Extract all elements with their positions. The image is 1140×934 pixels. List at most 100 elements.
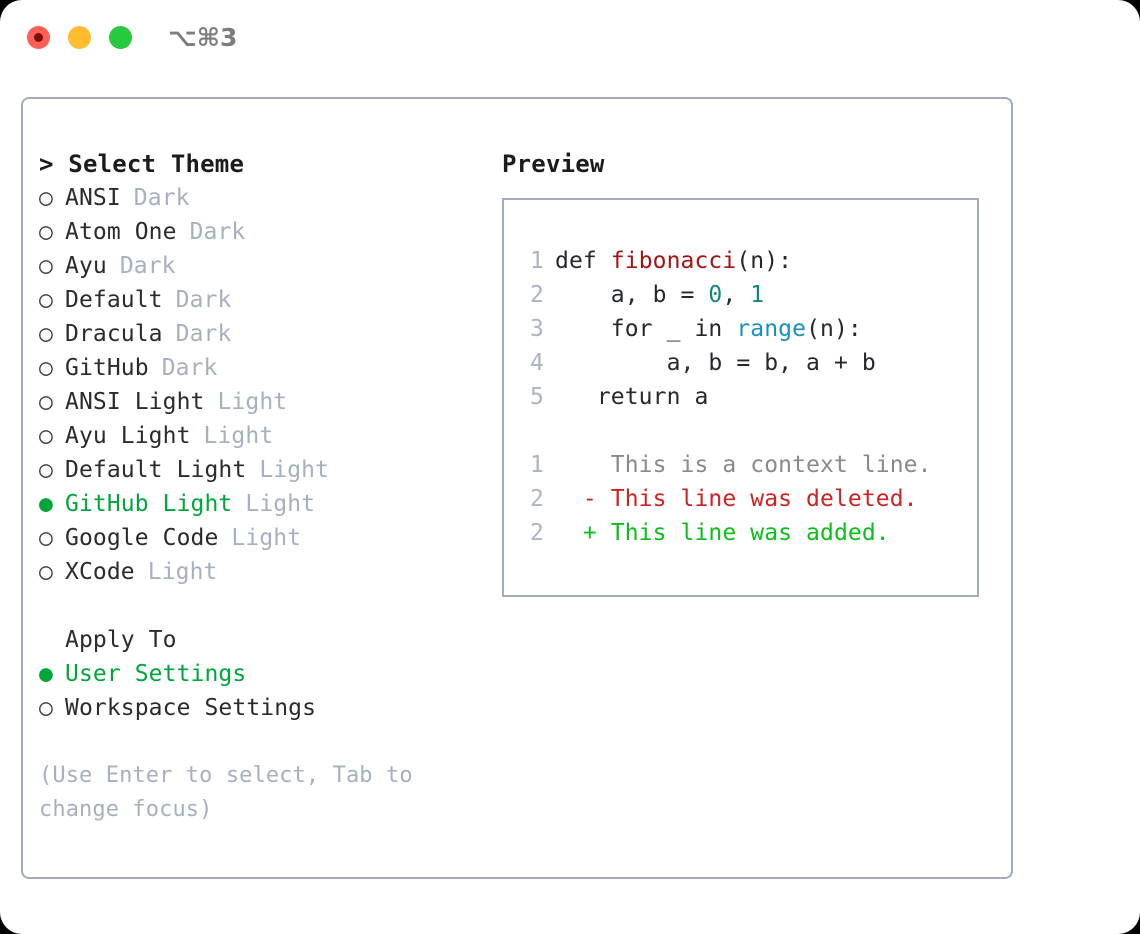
line-number: 4 [530,350,544,376]
theme-list-item[interactable]: ○ ANSI Dark [39,181,499,215]
apply-to-label: User Settings [65,661,247,687]
apply-to-option[interactable]: ● User Settings [39,657,499,691]
theme-variant-tag: Light [203,423,274,449]
theme-list-item[interactable]: ○ Atom One Dark [39,215,499,249]
theme-list-item[interactable]: ○ Default Dark [39,283,499,317]
diff-marker: + [555,520,597,546]
diff-marker: - [555,486,597,512]
code-line-text: return a [555,380,708,414]
zoom-button[interactable] [109,26,132,49]
radio-unselected-icon[interactable]: ○ [39,457,53,483]
code-token: (n): [806,316,862,342]
close-button[interactable] [27,26,50,49]
code-line-text: a, b = 0, 1 [555,278,764,312]
theme-variant-tag: Light [217,389,288,415]
apply-to-options[interactable]: ● User Settings ○ Workspace Settings [39,657,499,725]
radio-unselected-icon[interactable]: ○ [39,253,53,279]
code-token: 0 [708,282,723,308]
line-number: 2 [530,486,544,512]
diff-text: This line was added. [596,520,890,546]
diff-text: This line was deleted. [596,486,918,512]
minimize-button[interactable] [68,26,91,49]
theme-name: XCode [65,559,135,585]
radio-unselected-icon[interactable]: ○ [39,321,53,347]
code-line: 2 a, b = 0, 1 [518,278,971,312]
theme-list-item[interactable]: ○ Dracula Dark [39,317,499,351]
keyboard-shortcut-label: ⌥⌘3 [168,23,238,52]
apply-to-option[interactable]: ○ Workspace Settings [39,691,499,725]
theme-list-item[interactable]: ○ XCode Light [39,555,499,589]
code-token: for _ in [555,316,737,342]
preview-title: Preview [502,150,605,178]
radio-unselected-icon[interactable]: ○ [39,185,53,211]
line-number: 1 [530,452,544,478]
theme-name: Default Light [65,457,247,483]
radio-unselected-icon[interactable]: ○ [39,287,53,313]
theme-list-item[interactable]: ● GitHub Light Light [39,487,499,521]
code-spacer [518,414,971,448]
theme-variant-tag: Dark [175,287,232,313]
code-token: fibonacci [610,248,737,274]
theme-variant-tag: Dark [189,219,246,245]
radio-unselected-icon[interactable]: ○ [39,389,53,415]
radio-unselected-icon[interactable]: ○ [39,355,53,381]
theme-name: Atom One [65,219,177,245]
theme-variant-tag: Light [231,525,302,551]
theme-variant-tag: Dark [119,253,176,279]
title-bar: ⌥⌘3 [0,0,1140,78]
code-token: , [722,282,751,308]
theme-variant-tag: Dark [133,185,190,211]
theme-name: ANSI [65,185,121,211]
theme-variant-tag: Dark [175,321,232,347]
theme-name: Ayu Light [65,423,191,449]
code-token: 1 [750,282,765,308]
code-token: def [555,248,611,274]
line-number: 2 [530,282,544,308]
radio-unselected-icon[interactable]: ○ [39,559,53,585]
radio-unselected-icon[interactable]: ○ [39,219,53,245]
apply-to-heading: Apply To [65,627,177,653]
theme-name: Google Code [65,525,219,551]
theme-list-item[interactable]: ○ Ayu Light Light [39,419,499,453]
theme-name: Default [65,287,163,313]
theme-list-item[interactable]: ○ ANSI Light Light [39,385,499,419]
radio-selected-icon[interactable]: ● [39,491,53,517]
code-token: range [736,316,807,342]
theme-name: GitHub [65,355,149,381]
theme-list-item[interactable]: ○ Google Code Light [39,521,499,555]
line-number: 3 [530,316,544,342]
diff-marker [555,448,597,482]
code-line-text: for _ in range(n): [555,312,862,346]
theme-name: Ayu [65,253,107,279]
apply-to-group: Apply To ● User Settings ○ Workspace Settin… [39,623,499,725]
keyboard-hint-text: (Use Enter to select, Tab to change focu… [39,763,413,822]
theme-name: ANSI Light [65,389,205,415]
code-token: a, b = b, a + b [555,350,876,376]
radio-unselected-icon[interactable]: ○ [39,695,53,721]
theme-variant-tag: Light [147,559,218,585]
code-token: a, b = [555,282,709,308]
code-line-text: a, b = b, a + b [555,346,876,380]
line-number: 2 [530,520,544,546]
line-number: 5 [530,384,544,410]
theme-variant-tag: Light [245,491,316,517]
theme-list-item[interactable]: ○ Ayu Dark [39,249,499,283]
radio-unselected-icon[interactable]: ○ [39,423,53,449]
diff-text: This is a context line. [596,452,932,478]
radio-selected-icon[interactable]: ● [39,661,53,687]
apply-to-label: Workspace Settings [65,695,317,721]
select-theme-title: > Select Theme [39,150,245,178]
code-token: return a [555,384,709,410]
theme-name: GitHub Light [65,491,233,517]
theme-name: Dracula [65,321,163,347]
radio-unselected-icon[interactable]: ○ [39,525,53,551]
